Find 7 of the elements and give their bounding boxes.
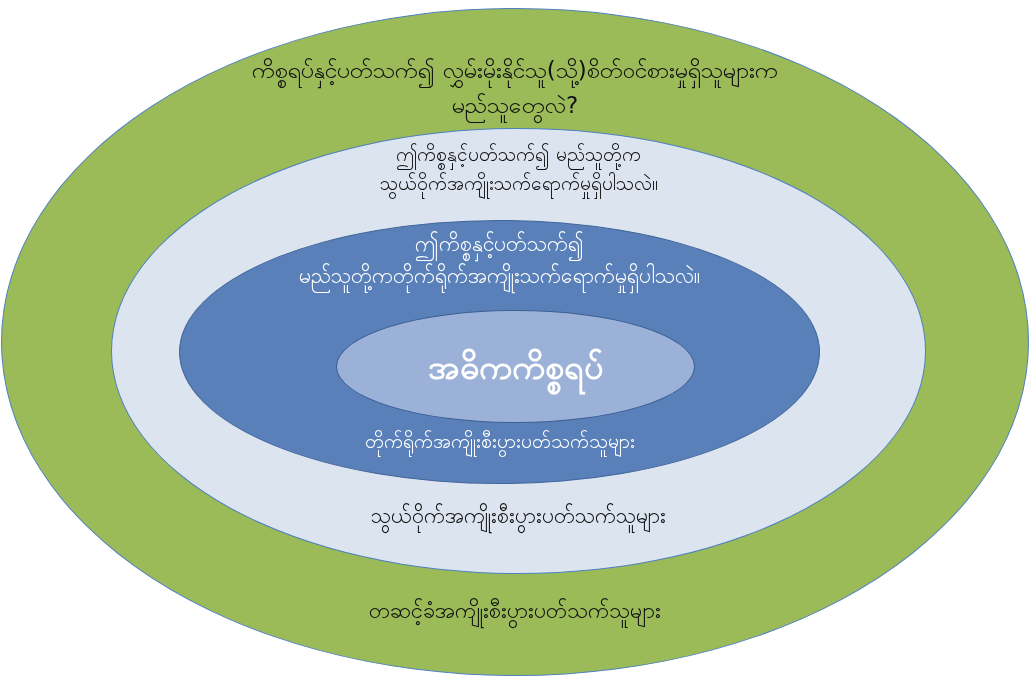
group-label: တိုက်ရိုက်အကျိုးစီးပွားပတ်သက်သူများ <box>359 423 640 459</box>
question-text: ဤကိစ္စနှင့်ပတ်သက်၍ မည်သူတို့က သွယ်ဝိုက်အကျိုးသက်ရောက်မှုရှိပါသလဲ။ <box>333 137 704 200</box>
center-label: အဓိကကိစ္စရပ် <box>422 338 609 395</box>
group-label: တဆင့်ခံအကျိုးစီးပွားပတ်သက်သူများ <box>364 591 666 630</box>
question-text: ကိစ္စရပ်နှင့်ပတ်သက်၍ လွှမ်းမိုးနိုင်သူ(သို့)စိတ်ဝင်စားမှုရှိသူများက မည်သူတွေလဲ? <box>210 50 820 125</box>
question-text: ဤကိစ္စနှင့်ပတ်သက်၍ မည်သူတို့ကတိုက်ရိုက်အကျိုးသက်ရောက်မှုရှိပါသလဲ။ <box>282 226 717 295</box>
group-label: သွယ်ဝိုက်အကျိုးစီးပွားပတ်သက်သူများ <box>366 498 671 536</box>
